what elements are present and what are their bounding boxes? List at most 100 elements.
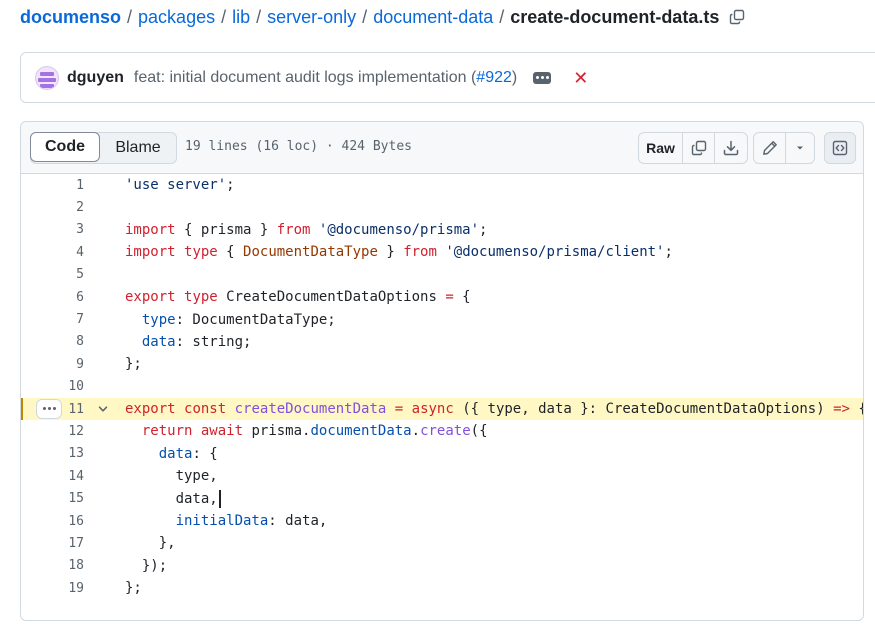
edit-file-button[interactable] <box>754 133 786 163</box>
download-icon <box>723 140 739 156</box>
symbols-panel-button[interactable] <box>824 132 856 164</box>
code-text: }; <box>125 356 142 373</box>
edit-dropdown-button[interactable] <box>786 133 814 163</box>
latest-commit-bar: dguyen feat: initial document audit logs… <box>20 52 875 103</box>
code-text: type: DocumentDataType; <box>141 311 336 328</box>
file-viewer: Code Blame 19 lines (16 loc) · 424 Bytes… <box>20 121 864 621</box>
code-line: 2 <box>21 196 863 218</box>
code-line-active: 11 export const createDocumentData = asy… <box>21 397 863 421</box>
breadcrumb-dir-document-data[interactable]: document-data <box>373 6 494 27</box>
breadcrumb-dir-packages[interactable]: packages <box>138 6 216 27</box>
code-text: return await prisma.documentData.create(… <box>141 423 488 440</box>
line-number[interactable]: 2 <box>76 200 84 216</box>
triangle-down-icon <box>797 146 803 150</box>
line-number[interactable]: 17 <box>68 535 84 551</box>
line-number[interactable]: 18 <box>68 558 84 574</box>
line-number[interactable]: 5 <box>76 267 84 283</box>
code-text: }, <box>125 535 176 552</box>
file-header: Code Blame 19 lines (16 loc) · 424 Bytes… <box>21 122 863 174</box>
code-line: 17 }, <box>21 532 863 554</box>
code-text: data, <box>125 489 221 508</box>
raw-button[interactable]: Raw <box>639 133 683 163</box>
code-text: import type { DocumentDataType } from '@… <box>125 244 673 261</box>
code-line: 5 <box>21 264 863 286</box>
commit-status-x-icon[interactable]: ✕ <box>573 67 589 88</box>
code-blame-toggle: Code Blame <box>30 132 177 164</box>
raw-actions-group: Raw <box>638 132 748 164</box>
line-number[interactable]: 4 <box>76 244 84 260</box>
code-line: 8 data: string; <box>21 331 863 353</box>
line-number[interactable]: 15 <box>68 491 84 507</box>
commit-expand-button[interactable] <box>533 71 552 84</box>
download-raw-button[interactable] <box>715 133 747 163</box>
breadcrumb-file-name: create-document-data.ts <box>510 6 720 27</box>
breadcrumb-dir-lib[interactable]: lib <box>232 6 251 27</box>
code-text: data: { <box>158 445 218 462</box>
line-options-button[interactable] <box>36 398 62 419</box>
line-number[interactable]: 3 <box>76 222 84 238</box>
copy-path-button[interactable] <box>727 7 747 27</box>
breadcrumb-separator: / <box>362 6 368 27</box>
kebab-horizontal-icon <box>535 76 539 79</box>
commit-message-link[interactable]: feat: initial document audit logs implem… <box>134 69 517 87</box>
code-view[interactable]: 1 'use server'; 2 3 import { prisma } fr… <box>21 174 863 599</box>
code-line: 16 initialData: data, <box>21 510 863 532</box>
code-text: }; <box>125 580 142 597</box>
commit-pr-link[interactable]: #922 <box>476 68 512 86</box>
code-line: 15 data, <box>21 487 863 509</box>
code-line: 18 }); <box>21 555 863 577</box>
line-number[interactable]: 14 <box>68 468 84 484</box>
breadcrumb-repo-link[interactable]: documenso <box>20 6 122 27</box>
code-line: 12 return await prisma.documentData.crea… <box>21 420 863 442</box>
line-number[interactable]: 13 <box>68 446 84 462</box>
line-number[interactable]: 19 <box>68 580 84 596</box>
line-number[interactable]: 7 <box>76 312 84 328</box>
code-text: type, <box>125 468 218 485</box>
chevron-down-icon <box>98 406 108 412</box>
breadcrumb-separator: / <box>499 6 505 27</box>
code-text: data: string; <box>141 333 252 350</box>
code-text: import { prisma } from '@documenso/prism… <box>125 221 488 238</box>
line-number[interactable]: 10 <box>68 379 84 395</box>
copy-icon <box>730 9 745 25</box>
breadcrumb-separator: / <box>221 6 227 27</box>
code-line: 10 <box>21 376 863 398</box>
commit-author-link[interactable]: dguyen <box>67 68 124 86</box>
line-number[interactable]: 8 <box>76 334 84 350</box>
kebab-horizontal-icon <box>42 407 46 411</box>
code-line: 13 data: { <box>21 443 863 465</box>
file-info: 19 lines (16 loc) · 424 Bytes <box>185 139 412 154</box>
code-text: 'use server'; <box>125 177 235 194</box>
fold-toggle[interactable] <box>96 402 110 416</box>
code-line: 6 export type CreateDocumentDataOptions … <box>21 286 863 308</box>
code-text: }); <box>125 557 168 574</box>
code-line: 3 import { prisma } from '@documenso/pri… <box>21 219 863 241</box>
tab-code[interactable]: Code <box>30 132 100 162</box>
commit-message-text: feat: initial document audit logs implem… <box>133 68 477 86</box>
line-number[interactable]: 11 <box>68 401 84 417</box>
pencil-icon <box>762 141 777 155</box>
avatar[interactable] <box>35 65 59 90</box>
line-number[interactable]: 12 <box>68 423 84 439</box>
code-line: 19 }; <box>21 577 863 599</box>
code-line: 14 type, <box>21 465 863 487</box>
copy-raw-button[interactable] <box>683 133 715 163</box>
code-line: 4 import type { DocumentDataType } from … <box>21 241 863 263</box>
line-number[interactable]: 1 <box>76 177 84 193</box>
code-text: initialData: data, <box>175 513 328 530</box>
code-line: 9 }; <box>21 353 863 375</box>
commit-message-end: ) <box>511 68 518 86</box>
breadcrumb-dir-server-only[interactable]: server-only <box>267 6 357 27</box>
tab-blame[interactable]: Blame <box>115 139 161 156</box>
line-number[interactable]: 9 <box>76 356 84 372</box>
breadcrumb-separator: / <box>127 6 133 27</box>
line-number[interactable]: 16 <box>68 513 84 529</box>
code-square-icon <box>832 140 848 156</box>
breadcrumb-separator: / <box>256 6 262 27</box>
copy-icon <box>691 140 706 156</box>
code-text: export const createDocumentData = async … <box>125 401 863 418</box>
line-number[interactable]: 6 <box>76 289 84 305</box>
code-text: export type CreateDocumentDataOptions = … <box>125 289 471 306</box>
code-line: 7 type: DocumentDataType; <box>21 308 863 330</box>
breadcrumb: documenso / packages / lib / server-only… <box>20 5 747 29</box>
